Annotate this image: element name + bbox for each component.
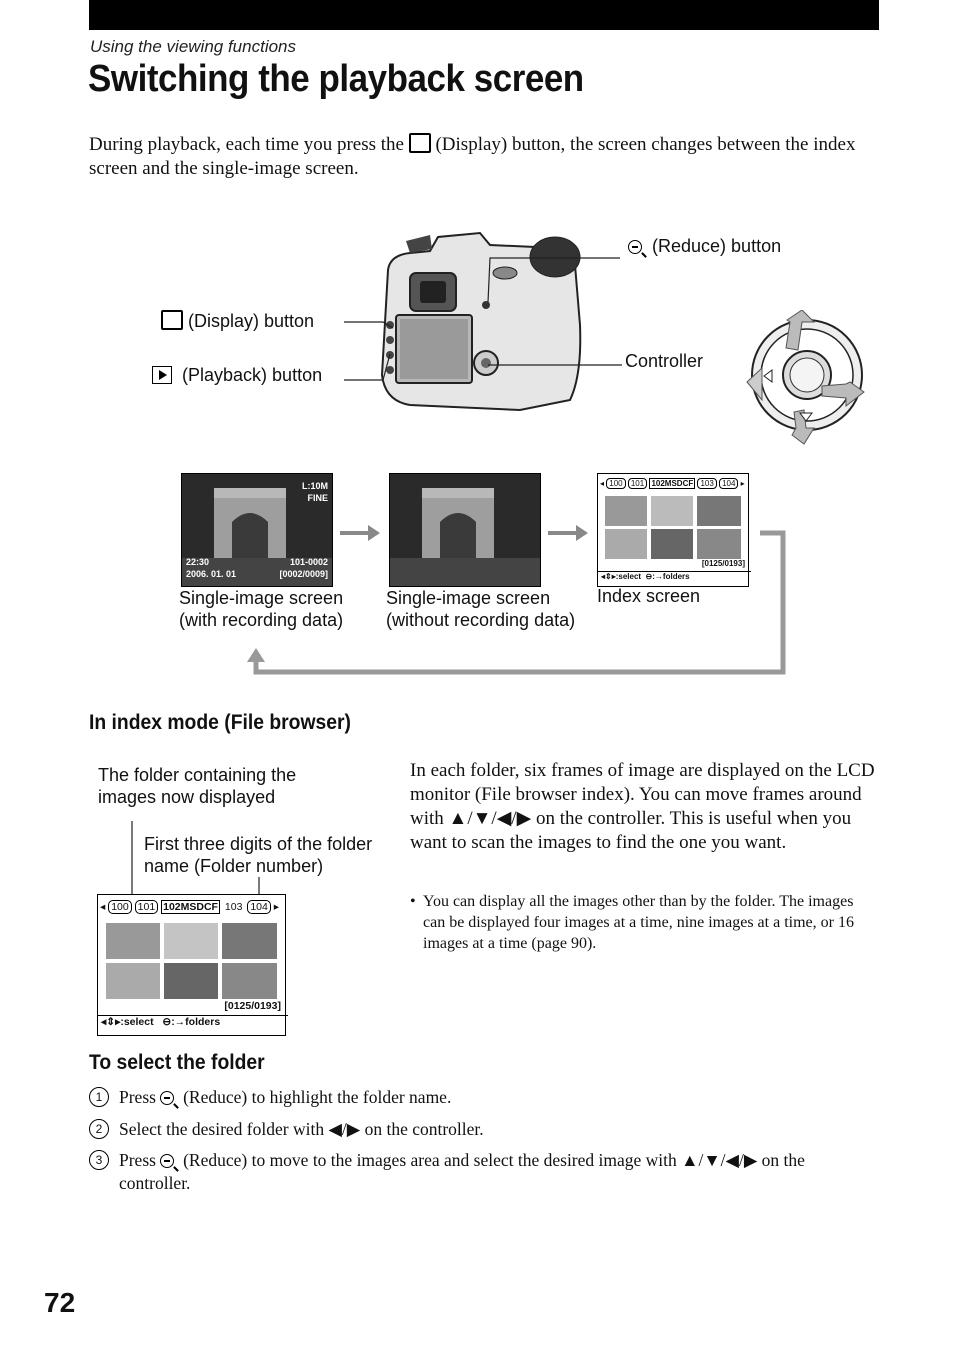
thumbnail [106,923,160,959]
thumbnail [222,963,277,999]
page-title: Switching the playback screen [88,58,584,100]
step-text-before: Press [119,1087,156,1107]
thumbnail [605,496,647,526]
step-text: Select the desired folder with ◀/▶ on th… [119,1119,484,1139]
arch-photo [182,474,332,586]
folder-103: 103 [224,901,243,913]
callout-lines [344,257,622,381]
reduce-icon [628,240,642,254]
step-number: 1 [89,1087,109,1107]
step-text-after: (Reduce) to move to the images area and … [119,1150,805,1193]
step-number: 2 [89,1119,109,1139]
select-folder-heading: To select the folder [89,1051,265,1074]
bullet-text: You can display all the images other tha… [423,893,854,952]
index-count: [0125/0193] [224,1000,281,1012]
single-image-screen-without-data [389,473,541,587]
select-hint: :select [615,572,642,581]
camera-illustration [380,231,582,412]
folder-bar: ◂ 100 101 102MSDCF 103 104 ▸ [100,900,280,914]
image-count-label: [0002/0009] [279,569,328,579]
index-count: [0125/0193] [701,559,745,568]
folder-104: 104 [719,478,739,489]
reduce-icon [160,1154,175,1168]
thumbnail [106,963,160,999]
folder-102msdcf: 102MSDCF [649,478,696,489]
caption-single-without-data: Single-image screen (without recording d… [386,588,576,630]
time-label: 22:30 [186,557,210,567]
folder-100: 100 [108,900,132,914]
playback-label: (Playback) button [182,365,323,385]
display-icon [408,133,431,153]
step-2: 2 Select the desired folder with ◀/▶ on t… [89,1118,879,1141]
folder-callout: The folder containing the images now dis… [98,765,297,807]
caption-single-with-data: Single-image screen (with recording data… [179,588,344,630]
intro-text-before: During playback, each time you press the [89,134,404,155]
reduce-label: (Reduce) button [652,236,782,256]
arch-photo [390,474,540,586]
folder-104: 104 [247,900,271,914]
flow-arrows [247,525,786,675]
bullet-dot: • [410,893,416,910]
step-text-after: (Reduce) to highlight the folder name. [183,1087,452,1107]
file-number-label: 101-0002 [289,557,328,567]
folder-101: 101 [627,478,648,489]
intro-text-after: (Display) button, the screen changes bet… [89,134,856,179]
single-image-screen-with-data: L:10M FINE 22:30 2006. 01. 01 101-0002 [… [181,473,333,587]
index-mode-paragraph: In each folder, six frames of image are … [410,760,875,853]
folder-100: 100 [606,478,626,489]
index-screen-detail: ◂ 100 101 102MSDCF 103 104 ▸ [0125/0193]… [97,894,288,1036]
select-hint: :select [120,1016,154,1028]
thumbnail [697,529,741,559]
thumbnail [164,963,218,999]
thumbnail [222,923,277,959]
step-text-before: Press [119,1150,156,1170]
controller-dial-illustration [746,310,865,445]
folder-101: 101 [134,900,159,914]
folder-bar: ◂ 100 101 102MSDCF 103 104 ▸ [600,478,745,489]
folder-103: 103 [697,478,717,489]
display-icon [161,310,183,330]
header-bar [89,0,879,30]
step-3: 3 Press (Reduce) to move to the images ar… [89,1149,879,1195]
playback-button-callout: (Playback) button [152,364,322,386]
caption-index: Index screen [597,586,701,606]
section-label: Using the viewing functions [90,37,297,56]
index-footer: ◂⇕▸:select ⊖:→folders [598,571,751,581]
thumbnail [651,529,693,559]
thumbnail [651,496,693,526]
page-number: 72 [44,1287,76,1318]
folders-hint: :→folders [652,572,690,581]
index-mode-bullet: • You can display all the images other t… [410,891,865,954]
date-label: 2006. 01. 01 [186,569,237,579]
controller-callout: Controller [625,351,704,371]
reduce-button-callout: (Reduce) button [628,235,781,257]
index-footer: ◂⇕▸:select ⊖:→folders [98,1015,288,1028]
folder-number-callout: First three digits of the folder name (F… [144,834,373,876]
folder-102msdcf: 102MSDCF [161,900,220,914]
display-button-callout: (Display) button [161,310,314,332]
intro-paragraph: During playback, each time you press the… [89,133,889,181]
thumbnail [697,496,741,526]
index-screen: ◂ 100 101 102MSDCF 103 104 ▸ [0125/0193]… [597,473,751,587]
display-label: (Display) button [188,311,315,331]
image-size-label: L:10M [301,481,328,491]
step-1: 1 Press (Reduce) to highlight the folder … [89,1086,879,1109]
index-mode-heading: In index mode (File browser) [89,711,351,734]
reduce-icon [160,1091,175,1105]
quality-label: FINE [307,493,328,503]
thumbnail [164,923,218,959]
step-number: 3 [89,1150,109,1170]
playback-icon [152,366,172,384]
folders-hint: :→folders [171,1016,221,1028]
thumbnail [605,529,647,559]
